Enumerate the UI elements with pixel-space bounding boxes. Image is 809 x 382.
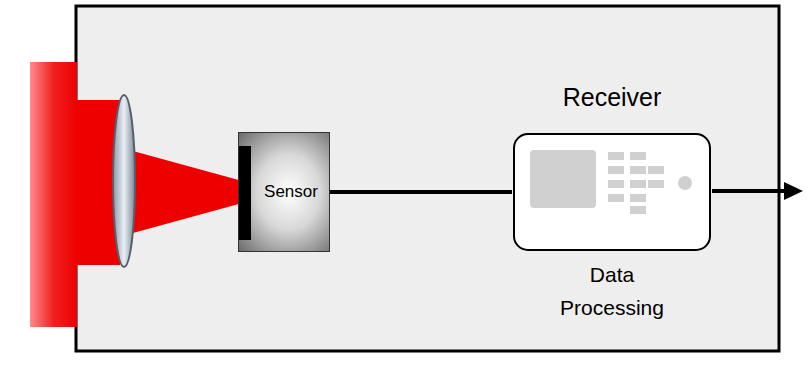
- device-button: [608, 180, 624, 188]
- device-button: [630, 194, 646, 202]
- sensor-label: Sensor: [264, 182, 318, 202]
- sensor-box: Sensor: [238, 132, 330, 252]
- unit-heading: Receiver: [512, 80, 712, 114]
- sensor-plate: [239, 146, 251, 240]
- device-knob: [678, 176, 692, 190]
- unit-caption: Data Processing: [547, 258, 677, 324]
- output-arrowhead: [784, 182, 803, 200]
- system-housing: [76, 6, 779, 351]
- device-button: [630, 180, 646, 188]
- device-screen: [530, 150, 596, 208]
- device-button: [608, 194, 624, 202]
- lens: [113, 95, 135, 267]
- incoming-light: [30, 62, 77, 327]
- output-line: [712, 189, 788, 193]
- receiver-unit: ReceiverData Processing: [512, 78, 712, 328]
- device-button: [630, 206, 646, 214]
- device-button: [648, 166, 664, 174]
- device-buttons: [608, 152, 664, 214]
- receiver-device: [514, 134, 710, 250]
- device-button: [608, 166, 624, 174]
- device-button: [648, 180, 664, 188]
- device-button: [630, 166, 646, 174]
- device-button: [630, 152, 646, 160]
- signal-wire: [330, 190, 512, 194]
- device-button: [608, 152, 624, 160]
